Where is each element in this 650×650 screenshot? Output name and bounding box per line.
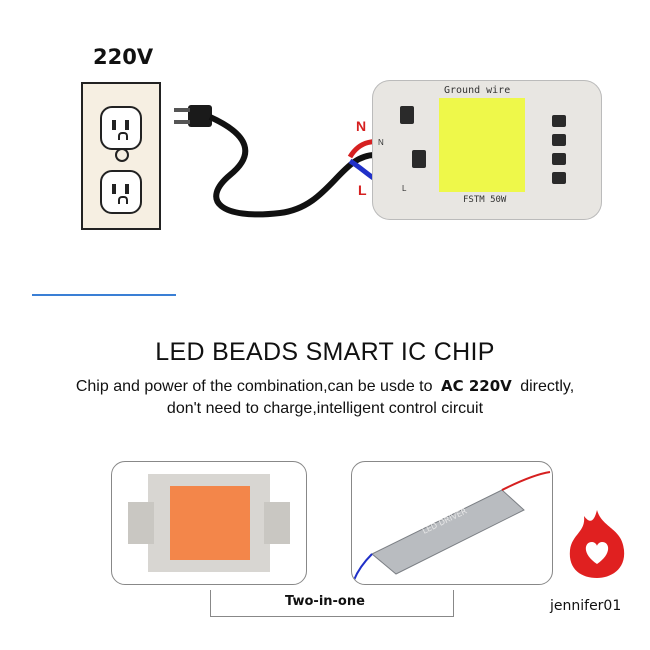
wall-outlet	[81, 82, 161, 230]
pcb-l-marking: L	[402, 184, 407, 193]
led-driver-photo: LED DRIVER	[351, 461, 553, 585]
led-panel	[439, 98, 525, 192]
caption-bracket	[210, 590, 454, 617]
neutral-label: N	[356, 118, 367, 134]
description-text-end: directly,	[520, 378, 575, 395]
outlet-socket-top	[100, 106, 142, 150]
led-chip-photo	[111, 461, 307, 585]
chip-model-label: FSTM 50W	[463, 195, 507, 205]
outlet-socket-bottom	[100, 170, 142, 214]
ground-wire-label: Ground wire	[444, 85, 511, 96]
page-heading: LED BEADS SMART IC CHIP	[155, 338, 495, 366]
two-in-one-caption: Two-in-one	[285, 594, 365, 609]
plug-icon	[188, 105, 212, 127]
flame-heart-logo-icon	[569, 510, 625, 578]
divider-line	[32, 294, 176, 296]
description-line-2: don't need to charge,intelligent control…	[166, 400, 484, 417]
ac-voltage-highlight: AC 220V	[440, 377, 512, 395]
watermark-text: jennifer01	[550, 598, 622, 614]
live-label: L	[358, 182, 367, 198]
description-line-1: Chip and power of the combination,can be…	[0, 377, 650, 396]
pcb-n-marking: N	[378, 138, 384, 147]
voltage-label: 220V	[93, 45, 154, 69]
description-text: Chip and power of the combination,can be…	[75, 378, 433, 395]
outlet-screw-icon	[115, 148, 129, 162]
